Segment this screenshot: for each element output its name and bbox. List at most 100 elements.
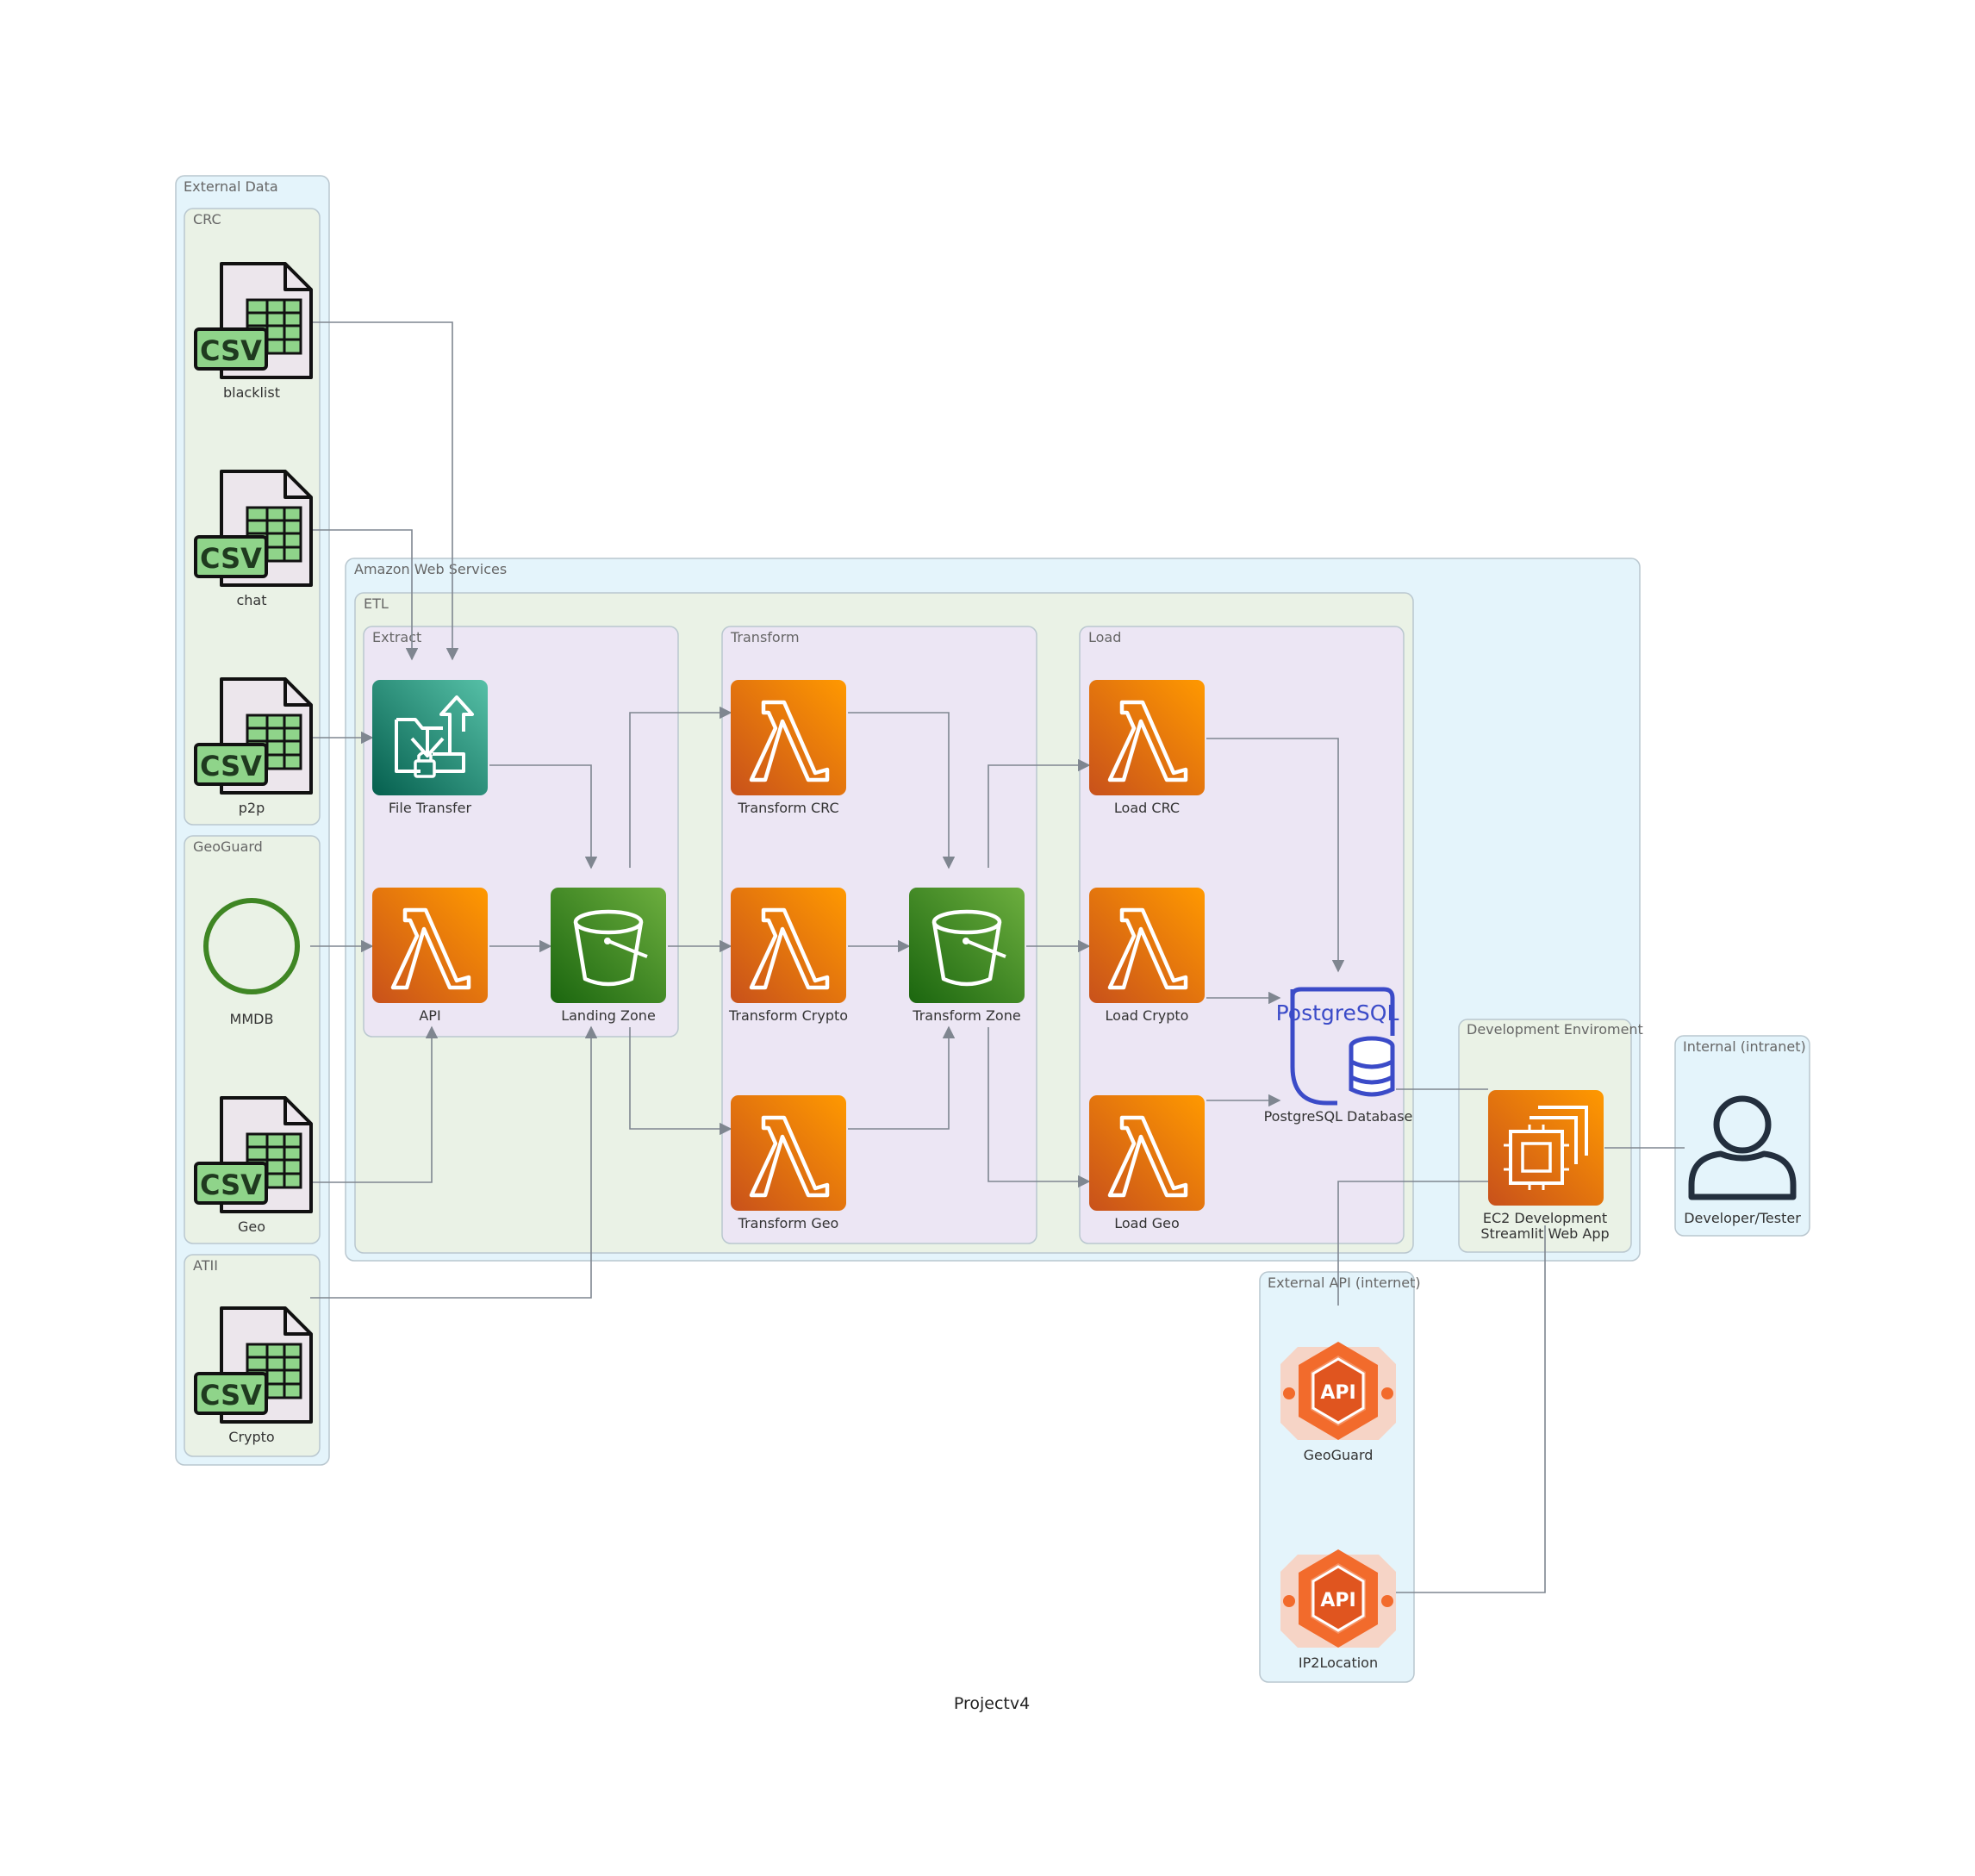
cluster-label-etl: ETL (364, 595, 389, 612)
node-label-chat: chat (236, 592, 266, 608)
node-ec2[interactable]: EC2 Development Streamlit Web App (1480, 1088, 1610, 1242)
node-chat[interactable]: CSV chat (194, 470, 313, 608)
node-api-lambda[interactable]: API (372, 888, 488, 1024)
svg-text:CSV: CSV (200, 1379, 262, 1412)
lambda-icon (731, 888, 846, 1003)
node-label-ec2-line2: Streamlit Web App (1480, 1225, 1609, 1242)
svg-text:API: API (1320, 1590, 1355, 1611)
node-load-crypto[interactable]: Load Crypto (1089, 888, 1205, 1024)
svg-text:CSV: CSV (200, 1169, 262, 1201)
csv-file-icon: CSV (194, 470, 313, 587)
diagram-title: Projectv4 (954, 1694, 1030, 1713)
cluster-label-transform: Transform (730, 629, 800, 645)
node-label-transform-crc: Transform CRC (737, 800, 838, 816)
edge-chat-file-transfer (310, 529, 419, 661)
svg-text:API: API (1320, 1382, 1355, 1404)
cluster-label-external-api: External API (internet) (1268, 1275, 1421, 1291)
svg-text:CSV: CSV (200, 750, 262, 782)
node-label-ip2location: IP2Location (1299, 1655, 1378, 1671)
lambda-icon (1089, 888, 1205, 1003)
cluster-label-geoguard: GeoGuard (193, 838, 263, 855)
ec2-icon (1486, 1088, 1605, 1207)
node-label-geo: Geo (238, 1218, 265, 1235)
edge-ec2-ip2location (1396, 1225, 1546, 1593)
api-icon: API (1279, 1340, 1398, 1442)
node-label-postgres: PostgreSQL Database (1264, 1108, 1413, 1125)
node-developer[interactable]: Developer/Tester (1684, 1099, 1801, 1226)
edge-file-transfer-landing-zone (489, 764, 598, 869)
node-transform-crc[interactable]: Transform CRC (731, 680, 846, 816)
node-mmdb[interactable]: MMDB (203, 898, 300, 1027)
node-geoguard-api[interactable]: API GeoGuard (1279, 1340, 1398, 1463)
csv-file-icon: CSV (194, 1096, 313, 1213)
edge-transform-geo-transform-zone (848, 1025, 956, 1130)
edge-blacklist-file-transfer (310, 321, 459, 661)
edge-landing-zone-transform-crc (629, 706, 732, 868)
lambda-icon (731, 680, 846, 795)
node-label-p2p: p2p (239, 800, 265, 816)
edge-landing-zone-transform-geo (629, 1027, 732, 1136)
circle-icon (203, 898, 300, 994)
lambda-icon (731, 1095, 846, 1211)
s3-bucket-icon (551, 888, 666, 1003)
node-ip2location[interactable]: API IP2Location (1279, 1548, 1398, 1671)
node-file-transfer[interactable]: File Transfer (371, 678, 489, 816)
node-label-crypto: Crypto (228, 1429, 274, 1445)
node-load-geo[interactable]: Load Geo (1089, 1095, 1205, 1231)
cluster-label-dev-env: Development Enviroment (1467, 1021, 1643, 1038)
node-transform-zone[interactable]: Transform Zone (909, 888, 1025, 1024)
node-transform-geo[interactable]: Transform Geo (731, 1095, 846, 1231)
node-p2p[interactable]: CSV p2p (194, 677, 313, 816)
svg-text:CSV: CSV (200, 542, 262, 575)
node-label-transform-crypto: Transform Crypto (728, 1007, 848, 1024)
edge-ec2-geoguard-api (1337, 1181, 1488, 1306)
svg-text:PostgreSQL: PostgreSQL (1276, 1000, 1399, 1025)
cluster-label-extract: Extract (372, 629, 421, 645)
cluster-internal: Internal (intranet) (1674, 1035, 1810, 1237)
cluster-label-load: Load (1088, 629, 1121, 645)
edge-geo-api (310, 1025, 439, 1183)
edge-crypto-landing-zone (310, 1025, 598, 1299)
cluster-label-internal: Internal (intranet) (1683, 1038, 1806, 1055)
edge-transform-zone-load-geo (988, 1027, 1091, 1188)
node-label-transform-geo: Transform Geo (738, 1215, 839, 1231)
cluster-label-crc: CRC (193, 211, 221, 227)
node-landing-zone[interactable]: Landing Zone (551, 888, 666, 1024)
node-label-file-transfer: File Transfer (389, 800, 472, 816)
node-label-transform-zone: Transform Zone (912, 1007, 1020, 1024)
node-load-crc[interactable]: Load CRC (1089, 680, 1205, 816)
node-label-blacklist: blacklist (223, 384, 280, 401)
node-label-developer: Developer/Tester (1684, 1210, 1801, 1226)
csv-file-icon: CSV (194, 1306, 313, 1424)
node-blacklist[interactable]: CSV blacklist (194, 262, 313, 401)
csv-file-icon: CSV (194, 262, 313, 379)
node-label-geoguard-api: GeoGuard (1304, 1447, 1374, 1463)
cluster-label-aws: Amazon Web Services (354, 561, 507, 577)
lambda-icon (372, 888, 488, 1003)
edge-transform-zone-load-crc (988, 758, 1091, 868)
node-label-ec2-line1: EC2 Development (1483, 1210, 1607, 1226)
node-crypto[interactable]: CSV Crypto (194, 1306, 313, 1445)
node-transform-crypto[interactable]: Transform Crypto (728, 888, 848, 1024)
edges (310, 321, 1685, 1593)
postgresql-icon: PostgreSQL (1276, 987, 1399, 1106)
transfer-family-icon (371, 678, 489, 797)
node-postgres[interactable]: PostgreSQL PostgreSQL Database (1264, 987, 1413, 1125)
csv-file-icon: CSV (194, 677, 313, 795)
lambda-icon (1089, 680, 1205, 795)
svg-text:CSV: CSV (200, 334, 262, 367)
node-label-mmdb: MMDB (230, 1011, 274, 1027)
node-label-landing-zone: Landing Zone (561, 1007, 656, 1024)
node-label-load-crypto: Load Crypto (1106, 1007, 1189, 1024)
edge-load-crc-postgres (1206, 738, 1345, 973)
lambda-icon (1089, 1095, 1205, 1211)
cluster-label-external-data: External Data (184, 178, 278, 195)
node-label-api: API (419, 1007, 440, 1024)
edge-transform-crc-transform-zone (848, 712, 956, 869)
node-label-load-crc: Load CRC (1114, 800, 1180, 816)
node-label-load-geo: Load Geo (1114, 1215, 1180, 1231)
api-icon: API (1279, 1548, 1398, 1649)
node-geo[interactable]: CSV Geo (194, 1096, 313, 1235)
